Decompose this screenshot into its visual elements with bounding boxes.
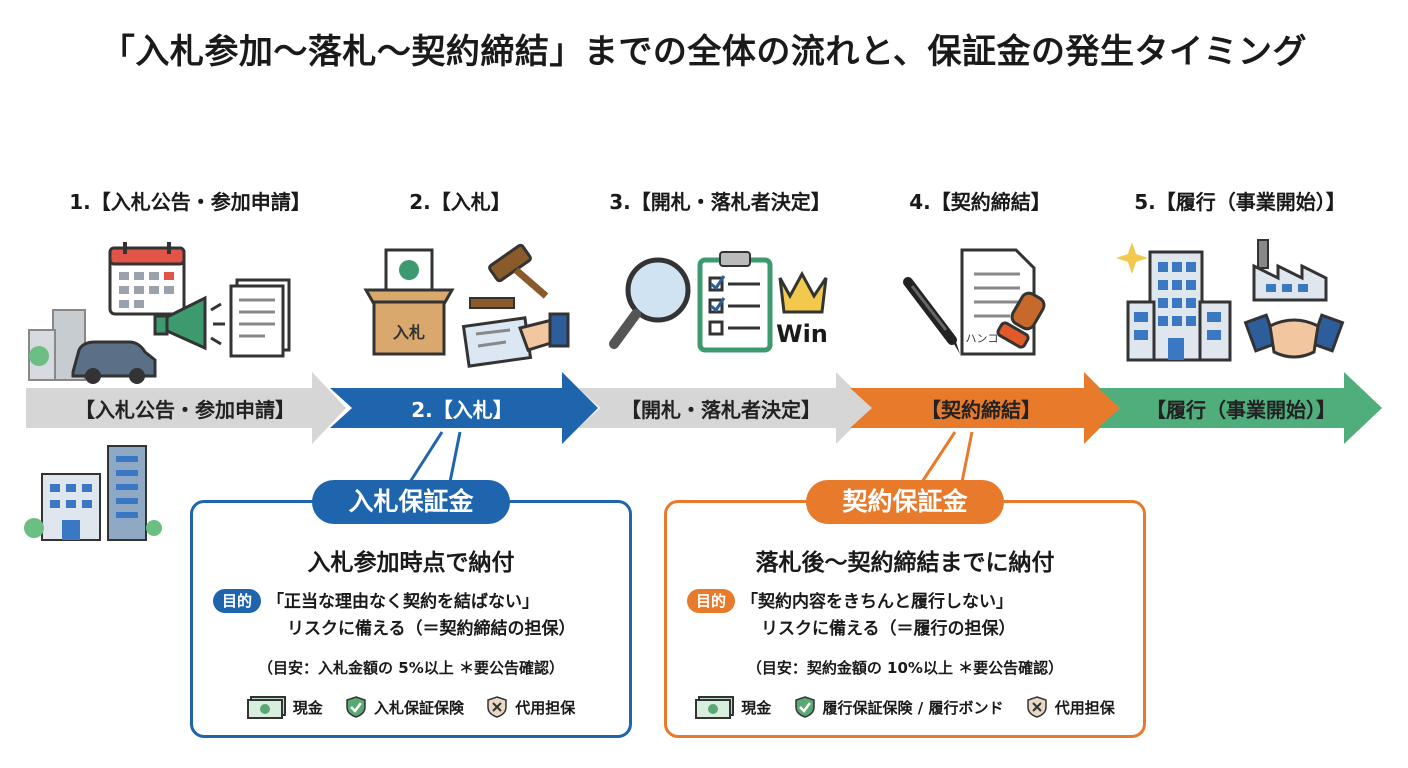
contract-deposit-label: 契約保証金 xyxy=(806,480,1004,524)
method-label: 代用担保 xyxy=(515,698,576,717)
band-label-3: 【開札・落札者決定】 xyxy=(621,398,821,422)
office-building-icon xyxy=(1126,250,1232,362)
step-3-illustration: Win xyxy=(609,251,828,353)
band-arrow-5 xyxy=(1098,372,1382,444)
megaphone-icon xyxy=(153,295,225,351)
method-label: 入札保証保険 xyxy=(373,698,464,717)
handshake-icon xyxy=(1243,313,1345,359)
bid-deposit-methods: 現金 入札保証保険 代用担保 xyxy=(193,695,629,723)
band-arrow-1 xyxy=(26,372,346,444)
purpose-line-1: 「正当な理由なく契約を結ばない」 xyxy=(267,592,540,612)
method-label: 履行保証保険 / 履行ボンド xyxy=(822,698,1004,717)
gavel-icon xyxy=(469,243,549,309)
step-2-illustration: 入札 xyxy=(363,243,570,368)
step-1-heading: 1.【入札公告・参加申請】 xyxy=(69,190,311,214)
cash-icon xyxy=(246,696,286,719)
stamp-icon xyxy=(996,291,1046,349)
contract-deposit-methods: 現金 履行保証保険 / 履行ボンド 代用担保 xyxy=(667,695,1143,723)
hanko-label: ハンコ xyxy=(966,332,999,345)
factory-icon xyxy=(1252,239,1328,302)
step-2-heading: 2.【入札】 xyxy=(409,190,511,214)
building-icon xyxy=(28,309,86,381)
band-label-5: 【履行（事業開始）】 xyxy=(1146,398,1336,422)
callout-connectors xyxy=(408,431,974,483)
band-label-1: 【入札公告・参加申請】 xyxy=(75,398,295,422)
shield-check-icon xyxy=(346,696,366,718)
shield-check-icon xyxy=(794,696,815,718)
purpose-line-2: リスクに備える（＝契約締結の担保） xyxy=(287,619,576,639)
purpose-badge: 目的 xyxy=(687,589,736,613)
bid-deposit-label: 入札保証金 xyxy=(312,480,510,524)
contract-deposit-guideline: （目安：契約金額の 10%以上 ＊要公告確認） xyxy=(746,659,1064,677)
buildings-illustration xyxy=(24,445,162,541)
document-icon xyxy=(229,278,291,358)
step-4-heading: 4.【契約締結】 xyxy=(909,190,1051,214)
contract-deposit-purpose: 目的「契約内容をきちんと履行しない」 リスクに備える（＝履行の担保） xyxy=(687,589,1133,643)
method-insurance: 入札保証保険 xyxy=(344,695,464,719)
shield-x-icon xyxy=(487,696,507,718)
method-label: 代用担保 xyxy=(1054,698,1115,717)
method-label: 現金 xyxy=(741,698,772,717)
crown-icon xyxy=(778,270,828,314)
method-cash: 現金 xyxy=(246,695,323,719)
method-collateral: 代用担保 xyxy=(485,695,575,719)
cash-icon xyxy=(695,696,735,719)
band-label-2: 2.【入札】 xyxy=(411,398,513,422)
ballot-box-icon: 入札 xyxy=(363,248,455,356)
win-label: Win xyxy=(776,320,828,348)
step-5-illustration xyxy=(1116,239,1345,362)
band-arrow-4 xyxy=(850,372,1120,444)
purpose-line-2: リスクに備える（＝履行の担保） xyxy=(761,619,1016,639)
magnifier-icon xyxy=(609,257,691,349)
band-arrow-3 xyxy=(578,372,872,444)
step-5-heading: 5.【履行（事業開始）】 xyxy=(1134,190,1346,214)
method-collateral: 代用担保 xyxy=(1025,695,1115,719)
process-band xyxy=(26,372,1382,444)
band-label-4: 【契約締結】 xyxy=(921,398,1041,422)
hand-card-icon xyxy=(461,312,570,368)
shield-x-icon xyxy=(1026,696,1047,718)
method-label: 現金 xyxy=(292,698,323,717)
step-4-illustration: ハンコ xyxy=(903,248,1046,356)
step-3-heading: 3.【開札・落札者決定】 xyxy=(609,190,831,214)
method-cash: 現金 xyxy=(695,695,771,719)
checklist-icon xyxy=(697,251,773,353)
contract-deposit-panel: 落札後〜契約締結までに納付 目的「契約内容をきちんと履行しない」 リスクに備える… xyxy=(664,500,1146,738)
page-title: 「入札参加〜落札〜契約締結」までの全体の流れと、保証金の発生タイミング xyxy=(100,32,1308,72)
ballot-box-label: 入札 xyxy=(393,323,425,342)
sparkle-icon xyxy=(1116,242,1148,274)
method-insurance: 履行保証保険 / 履行ボンド xyxy=(793,695,1004,719)
purpose-line-1: 「契約内容をきちんと履行しない」 xyxy=(741,592,1014,612)
purpose-badge: 目的 xyxy=(213,589,262,613)
bid-deposit-guideline: （目安：入札金額の 5%以上 ＊要公告確認） xyxy=(258,659,564,677)
band-arrow-2 xyxy=(330,372,598,444)
bid-deposit-panel: 入札参加時点で納付 目的「正当な理由なく契約を結ばない」 リスクに備える（＝契約… xyxy=(190,500,632,738)
car-icon xyxy=(71,340,157,384)
pen-icon xyxy=(903,277,960,354)
bid-deposit-purpose: 目的「正当な理由なく契約を結ばない」 リスクに備える（＝契約締結の担保） xyxy=(213,589,619,643)
contract-deposit-headline: 落札後〜契約締結までに納付 xyxy=(755,550,1055,576)
calendar-icon xyxy=(108,242,186,316)
bid-deposit-headline: 入札参加時点で納付 xyxy=(307,550,515,576)
step-1-illustration xyxy=(28,242,291,384)
